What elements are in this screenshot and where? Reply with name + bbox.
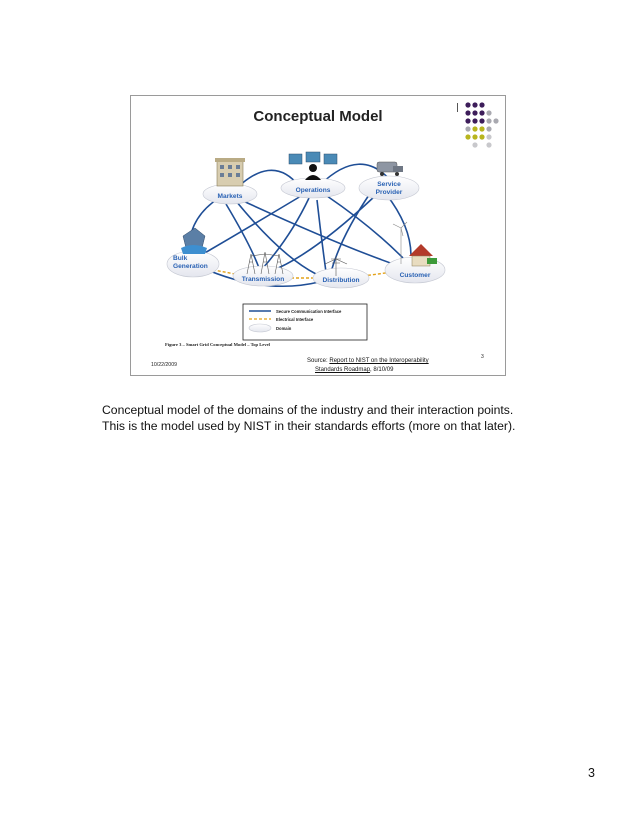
node-service-provider-line1: Service	[377, 181, 401, 188]
node-service-provider-line2: Provider	[376, 189, 403, 196]
slide-image: Conceptual Model	[130, 95, 506, 376]
description-text: Conceptual model of the domains of the i…	[102, 402, 602, 434]
legend-secure-communication: Secure Communication Interface	[276, 309, 342, 314]
source-link-continued[interactable]: Standards Roadmap	[315, 367, 371, 373]
page-number: 3	[588, 766, 595, 780]
slide-title: Conceptual Model	[253, 108, 383, 125]
node-bulk-generation-line1: Bulk	[173, 255, 188, 262]
node-distribution: Distribution	[323, 277, 360, 284]
customer-domain: Customer	[384, 221, 446, 284]
markets-domain: Markets	[202, 158, 258, 205]
title-divider	[457, 103, 458, 112]
legend-domain: Domain	[276, 326, 292, 331]
source-citation: Source: Report to NIST on the Interopera…	[307, 357, 429, 375]
source-line1: Source: Report to NIST on the Interopera…	[307, 357, 429, 366]
node-bulk-generation-line2: Generation	[173, 263, 208, 270]
distribution-domain: Distribution	[312, 256, 370, 289]
node-customer: Customer	[400, 272, 431, 279]
source-line2: Standards Roadmap, 8/10/09	[307, 366, 429, 375]
source-suffix: , 8/10/09	[370, 367, 394, 373]
diagram-legend: Secure Communication Interface Electrica…	[242, 303, 368, 341]
bulk-generation-domain: Bulk Generation	[166, 227, 220, 278]
legend-electrical: Electrical Interface	[276, 317, 314, 322]
description-line2: This is the model used by NIST in their …	[102, 419, 516, 433]
dot-grid	[465, 102, 499, 148]
source-prefix: Source:	[307, 358, 330, 364]
node-operations: Operations	[296, 187, 331, 194]
decorative-dots	[465, 102, 499, 148]
service-provider-domain: Service Provider	[358, 161, 420, 201]
description-line1: Conceptual model of the domains of the i…	[102, 403, 514, 417]
node-transmission: Transmission	[242, 276, 285, 283]
figure-caption: Figure 3 – Smart Grid Conceptual Model –…	[165, 342, 270, 347]
conceptual-model-diagram: Markets Operations Service Provider B	[166, 151, 446, 341]
source-link[interactable]: Report to NIST on the Interoperability	[329, 358, 429, 364]
slide-date: 10/22/2009	[151, 362, 177, 368]
node-markets: Markets	[218, 193, 243, 200]
operations-domain: Operations	[280, 151, 346, 199]
slide-number: 3	[481, 354, 484, 360]
transmission-domain: Transmission	[232, 251, 294, 287]
